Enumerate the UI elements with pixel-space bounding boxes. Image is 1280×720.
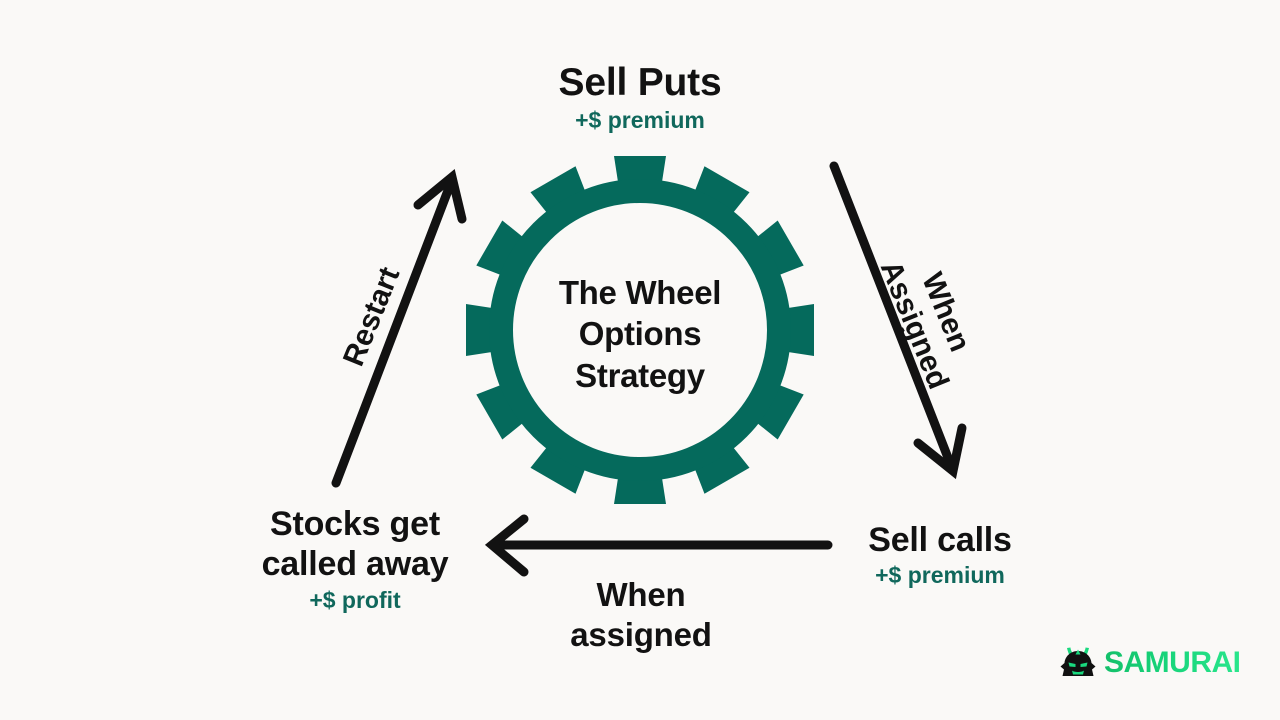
arrow-when-assigned-bottom — [484, 514, 833, 577]
node-sell-calls-label: Sell calls — [868, 521, 1012, 559]
gear-center-title: The Wheel Options Strategy — [505, 272, 775, 396]
arrow-restart-left — [331, 168, 467, 488]
gear-title-line-1: The Wheel — [558, 274, 722, 311]
gear-icon — [466, 156, 814, 504]
node-sell-calls-sublabel: +$ premium — [875, 561, 1005, 588]
node-sell-calls: Sell calls +$ premium — [790, 522, 1090, 588]
samurai-helmet-icon — [1060, 647, 1096, 676]
edge-label-when-assigned-bottom: When assigned — [510, 575, 772, 654]
brand-logo: SAMURAI — [1058, 645, 1241, 681]
node-stocks-called-away: Stocks get called away +$ profit — [205, 505, 505, 612]
node-stocks-called-away-sublabel: +$ profit — [309, 586, 401, 613]
node-sell-puts-label: Sell Puts — [558, 61, 722, 104]
brand-logo-text: SAMURAI — [1104, 646, 1241, 679]
node-sell-puts: Sell Puts +$ premium — [0, 61, 1280, 134]
node-stocks-called-away-line-1: Stocks get — [270, 505, 440, 543]
edge-bottom-line-1: When — [596, 576, 686, 613]
gear-title-line-2: Options — [578, 315, 702, 353]
arrow-when-assigned-right — [829, 161, 967, 480]
node-sell-puts-sublabel: +$ premium — [575, 107, 705, 134]
edge-bottom-line-2: assigned — [570, 615, 712, 653]
node-stocks-called-away-line-2: called away — [261, 544, 449, 583]
gear-title-line-3: Strategy — [575, 356, 705, 394]
